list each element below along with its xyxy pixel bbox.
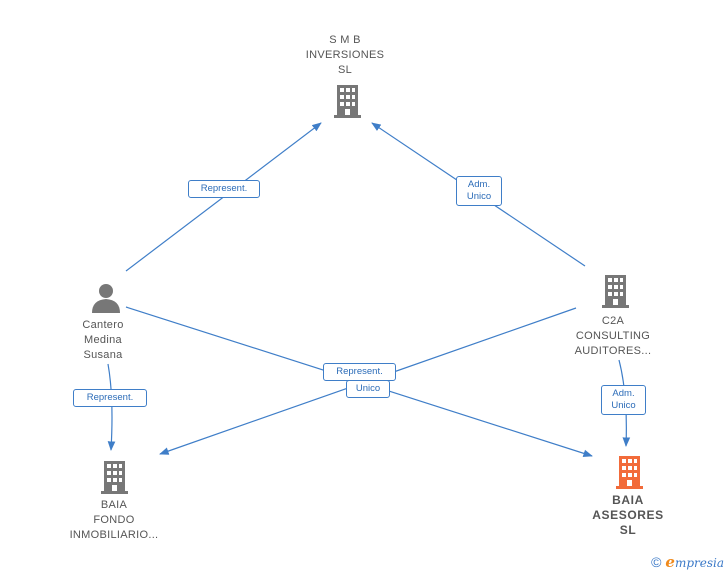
edge-label-cantero-fondo: Represent. (73, 389, 147, 407)
baia-fondo-building-icon[interactable] (101, 461, 128, 494)
baia-asesores-building-icon[interactable] (616, 456, 643, 489)
node-label-cantero[interactable]: Cantero Medina Susana (82, 319, 124, 361)
c2a-building-icon[interactable] (602, 275, 629, 308)
node-label-baia-fondo[interactable]: BAIA FONDO INMOBILIARIO... (69, 499, 159, 541)
node-label-c2a[interactable]: C2A CONSULTING AUDITORES... (574, 315, 652, 357)
smb-building-icon[interactable] (334, 85, 361, 118)
node-label-smb[interactable]: S M B INVERSIONES SL (305, 34, 385, 76)
edge-label-c2a-asesores: Adm. Unico (601, 385, 646, 415)
edge-label-cantero-smb: Represent. (188, 180, 260, 198)
node-label-baia-asesores[interactable]: BAIA ASESORES SL (592, 493, 664, 537)
footer-credit: © empresia (651, 553, 724, 571)
edge-label-cross-unico: Unico (346, 380, 390, 398)
edge-label-c2a-smb: Adm. Unico (456, 176, 502, 206)
brand-logo[interactable]: empresia (665, 553, 724, 571)
person-icon[interactable] (91, 283, 121, 313)
edge-cantero-fondo (107, 363, 116, 451)
copyright-icon: © (651, 554, 662, 570)
edge-label-cross-represent: Represent. (323, 363, 396, 381)
